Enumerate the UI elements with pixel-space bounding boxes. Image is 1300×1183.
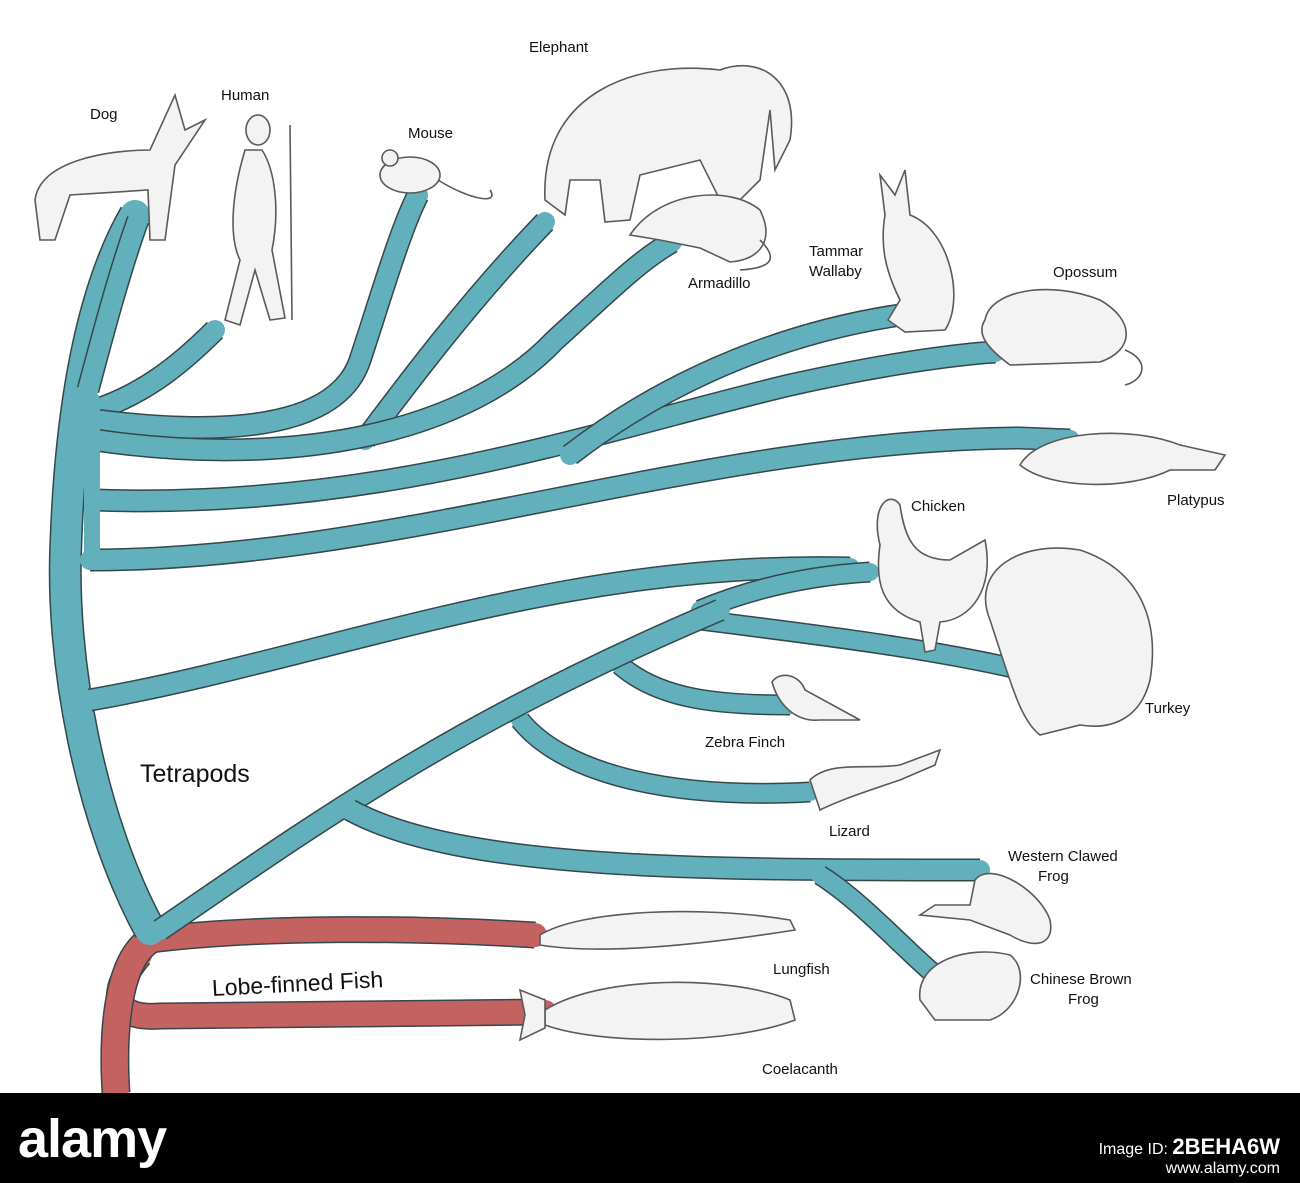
- branch-armadillo: [85, 231, 682, 462]
- branch-amniote: [150, 599, 730, 940]
- elephant-icon: [544, 65, 793, 223]
- label-armadillo: Armadillo: [688, 275, 751, 292]
- branch-mouse: [85, 185, 429, 439]
- image-id-value: 2BEHA6W: [1172, 1134, 1280, 1159]
- label-tetrapods: Tetrapods: [140, 760, 250, 788]
- zebra-finch-icon: [771, 674, 861, 721]
- label-dog: Dog: [90, 106, 118, 123]
- branch-platypus: [80, 426, 1080, 572]
- mouse-icon: [379, 149, 493, 200]
- label-coelacanth: Coelacanth: [762, 1061, 838, 1078]
- label-zebra-finch: Zebra Finch: [705, 734, 786, 751]
- label-chinese-brown-frog-1: Chinese Brown: [1030, 971, 1132, 988]
- turkey-icon: [984, 547, 1154, 736]
- image-id-prefix: Image ID:: [1098, 1141, 1173, 1158]
- branch-amphibian: [340, 799, 990, 882]
- branch-turkey: [691, 609, 1039, 683]
- branch-zebra-finch: [611, 656, 799, 716]
- armadillo-icon: [628, 194, 772, 271]
- stock-site: www.alamy.com: [1165, 1160, 1280, 1177]
- opossum-icon: [981, 288, 1143, 386]
- dog-icon: [34, 92, 208, 241]
- label-turkey: Turkey: [1145, 700, 1191, 717]
- human-icon: [224, 114, 293, 327]
- branch-wallaby: [560, 303, 910, 465]
- coelacanth-icon: [518, 981, 796, 1042]
- image-id-block: Image ID: 2BEHA6W www.alamy.com: [1010, 1134, 1280, 1178]
- label-mouse: Mouse: [408, 125, 454, 142]
- branch-tetrapod-trunk: [48, 200, 165, 945]
- label-chicken: Chicken: [911, 498, 966, 515]
- label-western-clawed-frog-1: Western Clawed: [1008, 848, 1118, 865]
- label-tammar-wallaby-2: Wallaby: [809, 263, 862, 280]
- western-clawed-frog-icon: [917, 872, 1052, 945]
- branch-elephant: [355, 212, 555, 450]
- label-western-clawed-frog-2: Frog: [1038, 868, 1069, 885]
- label-elephant: Elephant: [529, 39, 589, 56]
- branch-opossum: [85, 340, 1005, 513]
- label-lungfish: Lungfish: [773, 961, 830, 978]
- chicken-icon: [876, 498, 988, 653]
- label-chinese-brown-frog-2: Frog: [1068, 991, 1099, 1008]
- label-lizard: Lizard: [829, 823, 870, 840]
- branch-lizard: [511, 711, 819, 804]
- label-opossum: Opossum: [1053, 264, 1118, 281]
- label-tammar-wallaby-1: Tammar: [809, 243, 864, 260]
- stock-banner: [0, 1093, 1300, 1183]
- lizard-icon: [809, 748, 942, 812]
- chinese-brown-frog-icon: [919, 951, 1022, 1021]
- branch-dog: [76, 210, 149, 400]
- platypus-icon: [1018, 432, 1227, 486]
- branch-sauropsid: [80, 556, 860, 712]
- branch-chinese-brown-frog: [811, 866, 944, 984]
- tammar-wallaby-icon: [878, 169, 955, 333]
- stock-logo: alamy: [18, 1109, 167, 1169]
- branch-lungfish: [138, 916, 547, 954]
- branch-human: [85, 320, 225, 421]
- phylogenetic-tree: [34, 65, 1227, 1093]
- lungfish-icon: [539, 910, 797, 950]
- branch-fish-root: [100, 927, 163, 1093]
- label-platypus: Platypus: [1167, 492, 1225, 509]
- label-human: Human: [221, 87, 270, 104]
